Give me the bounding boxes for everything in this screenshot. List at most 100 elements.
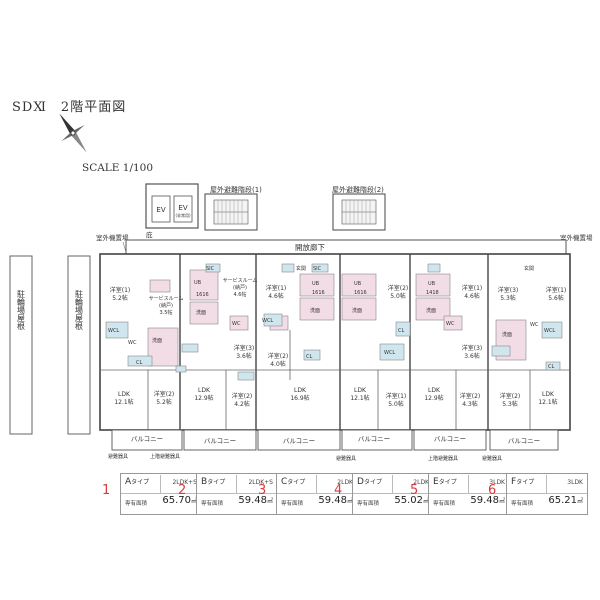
fixture-ubsize-4: 1418: [426, 290, 439, 296]
legend-top: [197, 474, 277, 494]
b-srv2: (納戸): [233, 284, 247, 291]
fixture-wc-3: WC: [446, 321, 455, 327]
legend-card-f[interactable]: 6 Fタイプ 3LDK 専有面積 65.21㎡: [488, 473, 588, 515]
legend-box: Bタイプ 2LDK+S 専有面積 59.48㎡: [196, 473, 278, 515]
fixture-cl-3: CL: [398, 328, 404, 334]
e-ldk-area: 12.9帖: [424, 394, 443, 402]
fixture-entrance-1: 玄関: [296, 265, 306, 272]
scale-label: SCALE 1/100: [82, 162, 154, 174]
compass-icon: [59, 113, 87, 153]
unit-walls: [179, 254, 489, 430]
legend-type: Dタイプ: [357, 477, 382, 487]
a-r2: 洋室(2): [154, 390, 175, 398]
evac-hatch-3: 避難器具: [482, 455, 502, 462]
b-srv: サービスルーム: [223, 277, 258, 284]
legend-area-label: 専有面積: [281, 501, 304, 507]
b-r3: 洋室(3): [234, 344, 255, 352]
stair-2: 屋外避難階段(2): [332, 185, 386, 231]
legend-card-b[interactable]: 2 Bタイプ 2LDK+S 専有面積 59.48㎡: [178, 473, 278, 515]
legend-divider: [468, 475, 469, 493]
page-title: SDⅪ 2階平面図: [12, 100, 127, 115]
upper-hatch-2: 上階避難器具: [428, 455, 458, 462]
legend-num: 2: [178, 483, 187, 498]
legend-area-label: 専有面積: [433, 501, 456, 507]
legend-card-d[interactable]: 4 Dタイプ 2LDK 専有面積 55.02㎡: [334, 473, 434, 515]
legend-layout: 2LDK: [337, 479, 353, 486]
legend-divider: [236, 475, 237, 493]
balconies: [111, 429, 559, 451]
legend-top: [353, 474, 433, 494]
bike-roof-left-label: 駐輪場屋根: [17, 289, 26, 331]
fixture-cl-2: CL: [306, 354, 312, 360]
f-r1: 洋室(1): [546, 286, 567, 294]
e-r1: 洋室(1): [462, 284, 483, 292]
legend-type-letter: F: [511, 477, 517, 487]
c-r2: 洋室(2): [268, 352, 289, 360]
legend-type: Eタイプ: [433, 477, 457, 487]
e-r3: 洋室(3): [462, 344, 483, 352]
room-labels: 洋室(1) 5.2帖 サービスルーム (納戸) 3.5帖 LDK 12.1帖 洋…: [110, 277, 567, 408]
a-ldk-area: 12.1帖: [114, 398, 133, 406]
legend-area: 65.21㎡: [548, 495, 583, 506]
legend-card-a[interactable]: 1 Aタイプ 2LDK+S 専有面積 65.70㎡: [102, 473, 202, 515]
f-r2: 洋室(2): [500, 392, 521, 400]
legend-divider: [392, 475, 393, 493]
d-r2: 洋室(2): [388, 284, 409, 292]
legend-area-label: 専有面積: [511, 501, 534, 507]
f-r3-area: 5.3帖: [500, 294, 516, 302]
legend-area-value: 59.48: [318, 495, 347, 506]
outdoor-unit-right-label: 室外機置場: [560, 233, 593, 242]
d-r2-area: 5.0帖: [390, 292, 406, 300]
legend-num: 6: [488, 483, 497, 498]
legend-type: Bタイプ: [201, 477, 225, 487]
f-ldk: LDK: [542, 391, 555, 398]
corridor-label: 開放廊下: [295, 242, 325, 252]
balcony-label-6: バルコニー: [508, 437, 540, 445]
d-ldk: LDK: [354, 387, 367, 394]
f-ldk-area: 12.1帖: [538, 398, 557, 406]
legend-top: [429, 474, 509, 494]
e-r1-area: 4.6帖: [464, 292, 480, 300]
bike-roof-right: 駐輪場屋根: [67, 255, 91, 435]
a-r1: 洋室(1): [110, 286, 131, 294]
balcony-labels: バルコニー バルコニー バルコニー バルコニー バルコニー バルコニー: [131, 435, 540, 445]
b-r2: 洋室(2): [232, 392, 253, 400]
fixture-cl-4: CL: [548, 364, 554, 370]
fixture-ub-2: UB: [312, 281, 320, 287]
stair-2-label: 屋外避難階段(2): [332, 185, 384, 194]
fixture-wc-1: WC: [128, 340, 137, 346]
outdoor-unit-left-label: 室外機置場: [96, 233, 129, 242]
fixture-wcl-2: WCL: [262, 318, 273, 324]
elevator-core: EV EV (非常用): [145, 183, 199, 229]
legend-area-value: 65.21: [548, 495, 577, 506]
legend-layout: 2LDK+S: [172, 479, 197, 486]
b-srv-area: 4.6帖: [234, 291, 247, 298]
legend-type-letter: D: [357, 477, 364, 487]
fixture-labels: WCL CL WC 洗面 UB 1616 洗面 SIC WC WCL 玄関 SI…: [108, 265, 555, 370]
d-r1: 洋室(1): [386, 392, 407, 400]
evac-hatch-2: 避難器具: [336, 455, 356, 462]
fixture-wcl-3: WCL: [384, 350, 395, 356]
ev-right-label: EV: [178, 204, 187, 212]
legend-card-c[interactable]: 3 Cタイプ 2LDK 専有面積 59.48㎡: [258, 473, 358, 515]
f-r1-area: 5.6帖: [548, 294, 564, 302]
balcony-label-2: バルコニー: [204, 437, 236, 445]
legend-card-e[interactable]: 5 Eタイプ 3LDK 専有面積 59.48㎡: [410, 473, 510, 515]
legend-box: Aタイプ 2LDK+S 専有面積 65.70㎡: [120, 473, 202, 515]
balcony-label-1: バルコニー: [131, 435, 163, 443]
legend-box: Fタイプ 3LDK 専有面積 65.21㎡: [506, 473, 588, 515]
fixture-washroom-3: 洗面: [310, 307, 320, 314]
f-r2-area: 5.3帖: [502, 400, 518, 408]
legend-type-letter: B: [201, 477, 208, 487]
fixture-sic-2: SIC: [313, 266, 322, 272]
legend-type: Cタイプ: [281, 477, 305, 487]
legend-area-unit: ㎡: [266, 498, 273, 505]
legend-type-suffix: タイプ: [516, 479, 535, 486]
legend-area: 55.02㎡: [394, 495, 429, 506]
b-ldk-area: 12.9帖: [194, 394, 213, 402]
fixture-wc-2: WC: [232, 321, 241, 327]
legend-area-value: 65.70: [162, 495, 191, 506]
legend-area-unit: ㎡: [190, 498, 197, 505]
c-ldk-area: 16.9帖: [290, 394, 309, 402]
b-ldk: LDK: [198, 387, 211, 394]
